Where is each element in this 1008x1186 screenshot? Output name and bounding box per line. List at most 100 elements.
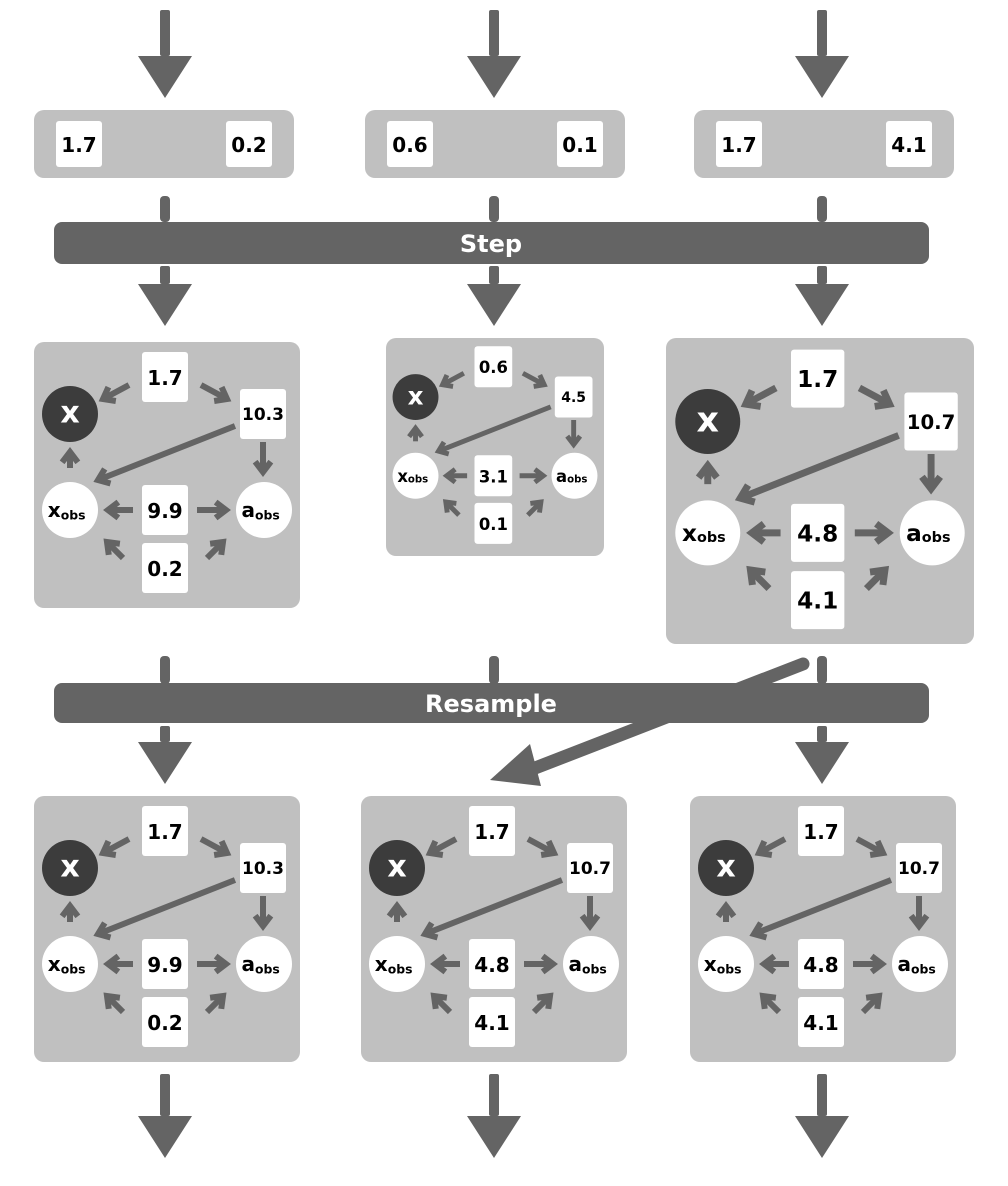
arrow-head	[540, 953, 558, 975]
value-box-bottom: 0.1	[474, 502, 513, 544]
arrow-head	[490, 744, 541, 786]
small-arrow-icon	[252, 896, 274, 931]
small-arrow-icon	[434, 404, 552, 457]
small-arrow-icon	[863, 565, 890, 592]
resample-cross-arrow-icon	[490, 657, 810, 786]
value-box-bg	[240, 389, 286, 439]
value-box-bg	[142, 352, 188, 402]
node-x-label: x	[697, 400, 719, 440]
small-arrow-icon	[746, 520, 781, 545]
arrow-line	[96, 423, 237, 483]
arrow-head	[420, 921, 439, 941]
node-circle	[892, 936, 948, 992]
arrow-head	[103, 538, 121, 556]
node-label: xobs	[682, 519, 726, 546]
output-arrow-1	[138, 1074, 192, 1158]
input-arrow-3	[795, 10, 849, 98]
value-box-bg	[469, 939, 515, 989]
value-box-bg	[886, 121, 932, 167]
arrow-head	[209, 538, 227, 556]
small-arrow-icon	[531, 992, 554, 1015]
arrow-head	[533, 374, 548, 389]
panel-bg	[386, 338, 604, 556]
value-text: 0.6	[479, 358, 508, 377]
value-box-bg	[791, 571, 845, 630]
resample-bar: Resample	[54, 683, 929, 723]
arrow-head	[425, 839, 444, 858]
node-x-label: x	[716, 850, 735, 885]
node-label-base: x	[375, 952, 388, 976]
node-label-base: x	[397, 466, 408, 485]
node-label-base: a	[898, 952, 912, 976]
node-label-base: a	[906, 519, 922, 546]
small-arrow-icon	[526, 836, 559, 858]
arrow-head	[442, 467, 457, 485]
arrow-head	[103, 953, 121, 975]
value-box-bg	[469, 997, 515, 1047]
small-arrow-icon	[98, 836, 131, 858]
node-label: xobs	[704, 952, 742, 976]
node-circle	[236, 482, 292, 538]
node-circle	[899, 500, 965, 566]
arrow-head	[467, 284, 521, 326]
node-label-subscript: obs	[911, 961, 936, 976]
arrow-head	[138, 56, 192, 98]
panel-bg	[34, 796, 300, 1062]
value-box-bg	[142, 485, 188, 535]
input-arrow-1	[138, 10, 192, 98]
arrow-line	[752, 877, 893, 937]
arrow-head	[746, 565, 766, 586]
value-text: 1.7	[61, 133, 96, 157]
value-box-bottom: 4.1	[791, 571, 845, 630]
value-box-bg	[567, 843, 613, 893]
value-box-center: 3.1	[474, 455, 513, 497]
value-box-bg	[716, 121, 762, 167]
small-arrow-icon	[407, 424, 424, 442]
arrow-head	[749, 921, 768, 941]
value-box-bg	[142, 939, 188, 989]
arrow-shaft	[160, 726, 170, 742]
arrow-head	[869, 839, 888, 858]
step-input-stub	[489, 196, 499, 222]
resample-input-stub	[817, 656, 827, 684]
node-circle	[236, 936, 292, 992]
input-value-right: 0.1	[557, 121, 603, 167]
value-text: 1.7	[147, 366, 182, 390]
node-label-subscript: obs	[408, 474, 428, 485]
step-input-stub	[160, 196, 170, 222]
value-box-center: 9.9	[142, 485, 188, 535]
node-x-label: x	[387, 850, 406, 885]
node-label: aobs	[242, 498, 280, 522]
value-text: 0.1	[479, 515, 508, 534]
arrow-line	[423, 877, 564, 937]
value-box-top-right: 4.5	[554, 376, 593, 418]
arrow-shaft	[489, 10, 499, 56]
node-label-base: a	[242, 498, 256, 522]
value-text: 1.7	[803, 820, 838, 844]
bar-bg	[54, 222, 929, 264]
node-x-obs: xobs	[42, 482, 98, 538]
small-arrow-icon	[103, 499, 133, 521]
arrow-line	[96, 877, 237, 937]
node-circle	[551, 452, 598, 499]
arrow-head	[434, 440, 450, 457]
arrow-head	[209, 992, 227, 1010]
arrow-line	[738, 432, 900, 502]
small-arrow-icon	[103, 538, 126, 561]
arrow-line	[437, 404, 552, 454]
small-arrow-icon	[59, 901, 81, 922]
arrow-head	[734, 483, 756, 506]
input-value-left: 0.6	[387, 121, 433, 167]
value-box-top: 1.7	[142, 806, 188, 856]
small-arrow-icon	[93, 423, 237, 487]
small-arrow-icon	[204, 992, 227, 1015]
output-arrow-3	[795, 1074, 849, 1158]
small-arrow-icon	[854, 520, 894, 545]
value-box-bg	[474, 346, 513, 388]
node-x-circle	[42, 840, 98, 896]
arrow-head	[795, 1116, 849, 1158]
small-arrow-icon	[734, 432, 900, 506]
